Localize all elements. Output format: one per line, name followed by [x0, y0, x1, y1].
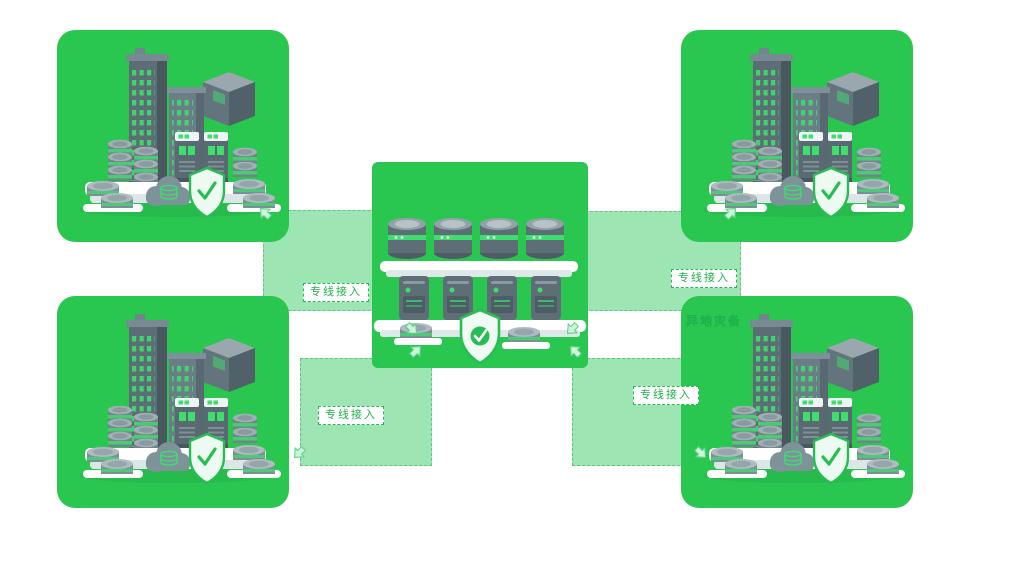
branch-site-illustration [57, 296, 289, 508]
datacenter-illustration [372, 162, 588, 368]
branch-site-illustration [681, 30, 913, 242]
site-card-bottom-left [57, 296, 289, 508]
link-label-top-right: 专线接入 [671, 269, 737, 288]
remote-backup-label: 异地灾备 [686, 314, 743, 328]
site-card-top-right [681, 30, 913, 242]
link-label-top-left: 专线接入 [303, 283, 369, 302]
site-card-top-left [57, 30, 289, 242]
central-datacenter-card [372, 162, 588, 368]
link-label-bottom-left: 专线接入 [318, 406, 384, 425]
site-card-bottom-right [681, 296, 913, 508]
link-label-bottom-right: 专线接入 [633, 386, 699, 405]
